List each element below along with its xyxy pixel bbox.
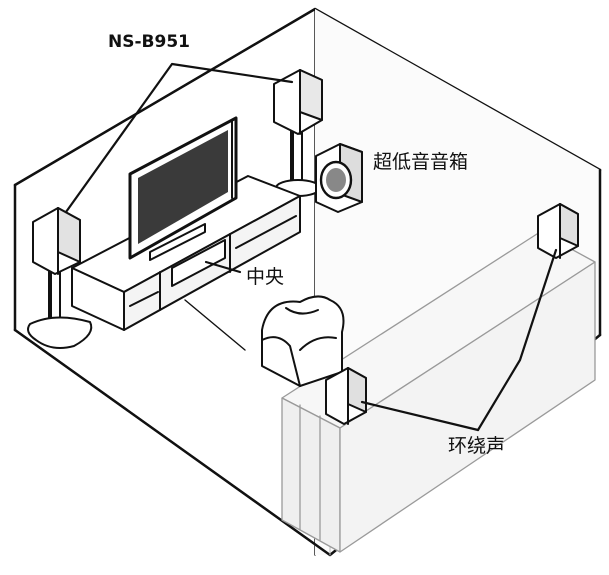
front-speaker-label: NS-B951 (108, 32, 190, 52)
subwoofer (315, 143, 363, 213)
armchair (261, 295, 345, 387)
subwoofer-label: 超低音音箱 (373, 151, 469, 173)
surround-label: 环绕声 (448, 435, 506, 457)
front-left-speaker (27, 207, 93, 349)
surround-speaker-left (325, 367, 367, 425)
tv (128, 116, 238, 261)
center-label: 中央 (246, 266, 285, 288)
floor-line (184, 299, 246, 351)
leader-lines (64, 62, 558, 432)
surround-speaker-right (537, 203, 579, 259)
